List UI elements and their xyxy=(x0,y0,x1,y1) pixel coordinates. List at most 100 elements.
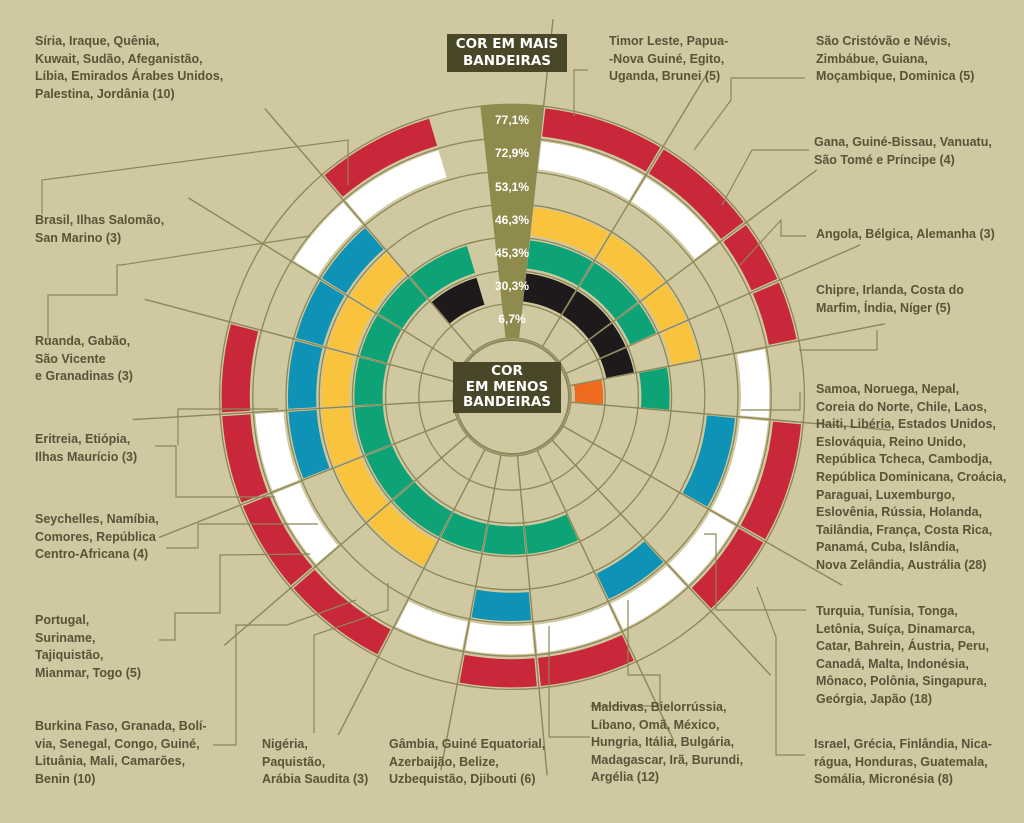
group-label: Brasil, Ilhas Salomão, San Marino (3) xyxy=(35,213,165,245)
sector-separator xyxy=(536,450,675,742)
sector-separator xyxy=(264,108,475,353)
ring-segment-red xyxy=(542,108,661,172)
ring-segment-green xyxy=(354,357,387,406)
leader-line xyxy=(799,330,878,351)
ring-segment-red xyxy=(752,282,797,345)
sector-separator xyxy=(158,418,458,539)
ring-segment-yellow xyxy=(530,207,610,258)
group-label: Angola, Bélgica, Alemanha (3) xyxy=(816,227,995,241)
ring-percent-red: 77,1% xyxy=(494,113,530,128)
leader-line xyxy=(704,533,806,611)
ring-segment-white xyxy=(631,177,718,259)
sector-separator xyxy=(440,454,502,771)
group-label: Síria, Iraque, Quênia, Kuwait, Sudão, Af… xyxy=(35,34,224,101)
leader-line xyxy=(756,586,805,756)
ring-segment-red xyxy=(723,225,778,291)
top-title: COR EM MAIS BANDEIRAS xyxy=(447,34,567,72)
ring-segment-yellow xyxy=(321,407,361,467)
ring-segment-green xyxy=(483,524,526,555)
highlight-wedge xyxy=(480,103,544,339)
ring-segment-red xyxy=(222,414,268,503)
leader-line xyxy=(155,445,275,498)
sector-separator xyxy=(541,71,709,347)
leader-line xyxy=(739,218,806,266)
ring-segment-black xyxy=(589,323,626,358)
group-label: Gana, Guiné-Bissau, Vanuatu, São Tomé e … xyxy=(814,135,992,167)
ring-segment-yellow xyxy=(596,234,665,299)
sector-separator xyxy=(187,197,463,367)
sector-separator xyxy=(569,323,886,387)
ring-segment-yellow xyxy=(350,253,406,311)
leader-lines-layer xyxy=(41,69,878,756)
ring-segment-white xyxy=(396,601,468,650)
ring-segment-blue xyxy=(322,227,384,294)
ring-segment-yellow xyxy=(643,284,687,331)
ring-segment-green xyxy=(440,512,487,552)
ring-segment-blue xyxy=(295,280,345,346)
leader-line xyxy=(548,626,590,738)
group-label: Nigéria, Paquistão, Arábia Saudita (3) xyxy=(262,737,369,787)
leader-line xyxy=(573,69,588,116)
ring-segment-green xyxy=(354,405,392,455)
group-label: Samoa, Noruega, Nepal, Coreia do Norte, … xyxy=(816,382,1007,572)
group-label: Maldivas, Bielorrússia, Líbano, Omã, Méx… xyxy=(591,700,744,785)
ring-segment-black xyxy=(600,347,634,378)
ring-segment-red xyxy=(242,495,313,586)
ring-segment-red xyxy=(740,421,802,540)
sector-separator xyxy=(565,244,861,375)
ring-percent-blue: 53,1% xyxy=(494,179,530,194)
sector-separator xyxy=(517,19,554,339)
ring-segment-white xyxy=(465,622,534,655)
group-label: Timor Leste, Papua- -Nova Guiné, Egito, … xyxy=(609,34,729,84)
ring-segment-green xyxy=(639,367,670,410)
ring-segment-yellow xyxy=(661,321,699,365)
group-label: Ruanda, Gabão, São Vicente e Granadinas … xyxy=(35,334,133,384)
group-label: Chipre, Irlanda, Costa do Marfim, Índia,… xyxy=(816,283,964,315)
ring-percent-green: 45,3% xyxy=(494,246,530,260)
ring-segment-black xyxy=(562,290,612,339)
ring-segment-black xyxy=(431,277,485,324)
leader-line xyxy=(166,523,318,549)
group-label: Turquia, Tunísia, Tonga, Letônia, Suíça,… xyxy=(816,604,989,706)
ring-segment-red xyxy=(221,324,259,413)
group-label: Seychelles, Namíbia, Comores, República … xyxy=(35,512,159,562)
ring-segment-blue xyxy=(288,340,323,409)
ring-segment-blue xyxy=(596,541,664,600)
ring-segment-black xyxy=(523,273,576,315)
sector-separator xyxy=(144,298,456,383)
sector-separator xyxy=(337,449,486,736)
leader-line xyxy=(721,149,809,206)
ring-percent-black: 30,3% xyxy=(494,279,530,294)
sector-separator xyxy=(558,169,818,363)
sector-separators-layer xyxy=(132,19,891,776)
group-label: Portugal, Suriname, Tajiquistão, Mianmar… xyxy=(35,613,142,680)
group-label: Israel, Grécia, Finlândia, Nica- rágua, … xyxy=(814,737,992,787)
ring-segment-red xyxy=(324,118,438,197)
leader-line xyxy=(41,139,349,214)
leader-line xyxy=(47,235,311,340)
ring-segment-white xyxy=(293,202,362,276)
ring-segment-green xyxy=(365,445,414,500)
sector-separator xyxy=(223,435,468,646)
ring-segment-white xyxy=(345,150,447,223)
ring-segment-yellow xyxy=(321,349,355,407)
group-label: Eritreia, Etiópia, Ilhas Maurício (3) xyxy=(35,432,138,464)
sector-separator xyxy=(570,401,891,431)
ring-segment-green xyxy=(524,514,579,554)
ring-segment-blue xyxy=(471,589,532,622)
ring-segment-white xyxy=(610,565,686,629)
ring-segment-green xyxy=(526,240,593,286)
leader-line xyxy=(741,392,801,411)
leader-line xyxy=(590,600,661,707)
ring-segment-white xyxy=(737,349,770,418)
ring-segment-red xyxy=(459,654,537,688)
leader-line xyxy=(159,553,311,641)
ring-segment-red xyxy=(648,149,744,239)
ring-segment-green xyxy=(410,245,476,299)
rings-layer xyxy=(218,103,806,691)
ring-segment-green xyxy=(579,262,638,319)
group-label: Burkina Faso, Granada, Bolí- via, Senega… xyxy=(35,719,207,786)
ring-segment-red xyxy=(538,635,634,686)
ring-segment-green xyxy=(616,303,656,345)
